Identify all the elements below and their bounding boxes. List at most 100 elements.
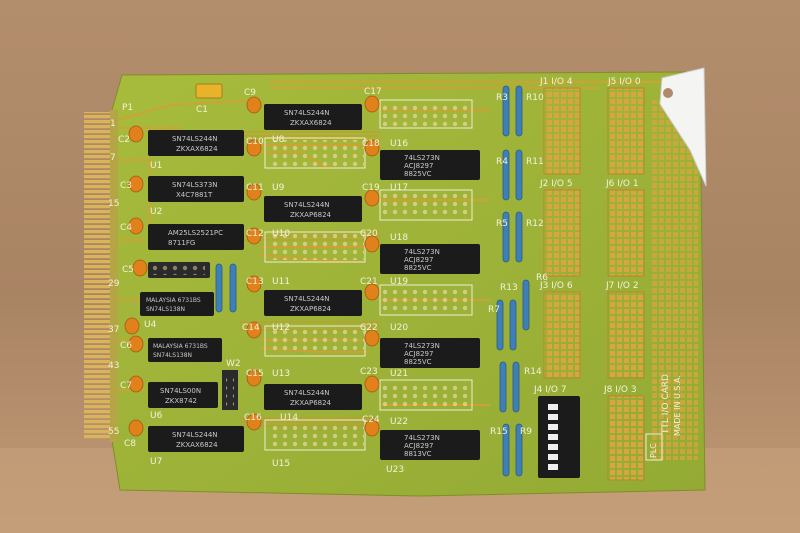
label-r7: R7 — [488, 305, 500, 315]
ic-u7: SN74LS244N ZKXAX6824 — [148, 426, 244, 452]
prototype-grid — [652, 100, 698, 460]
ic-u8-line1: SN74LS244N — [284, 109, 330, 117]
ic-u7-line2: ZKXAX6824 — [176, 441, 218, 449]
label-c10: C10 — [246, 137, 264, 147]
plc-logo: PLC — [649, 443, 658, 458]
label-card-name: TTL I/O CARD — [661, 374, 671, 435]
ic-u6: SN74LS00N ZKX8742 — [148, 382, 218, 408]
ic-u2-line2: X4C7881T — [176, 191, 213, 199]
ic-u13: SN74LS244N ZKXAP6824 — [264, 384, 362, 410]
ic-u3-line1: AM25LS2521PC — [168, 229, 223, 237]
label-u7: U7 — [150, 457, 162, 467]
label-u2: U2 — [150, 207, 162, 217]
label-c3: C3 — [120, 181, 132, 191]
ic-u22-line2: ACJ8297 — [404, 442, 433, 450]
resistor-network-left — [148, 262, 210, 278]
label-c2: C2 — [118, 135, 130, 145]
label-c11: C11 — [246, 183, 264, 193]
label-c21: C21 — [360, 277, 378, 287]
label-j6: J6 I/O 1 — [605, 179, 639, 189]
label-pin-55: 55 — [108, 427, 119, 437]
label-c13: C13 — [246, 277, 264, 287]
ic-u4-line1: MALAYSIA 6731BS — [146, 297, 201, 304]
label-j7: J7 I/O 2 — [605, 281, 639, 291]
label-u16: U16 — [390, 139, 408, 149]
ic-u3-line2: 8711FG — [168, 239, 195, 247]
label-c12: C12 — [246, 229, 264, 239]
label-c5: C5 — [122, 265, 134, 275]
ic-u5: MALAYSIA 6731BS SN74LS138N — [148, 338, 222, 362]
label-u13: U13 — [272, 369, 290, 379]
ic-u9-line1: SN74LS244N — [284, 201, 330, 209]
ic-u13-line1: SN74LS244N — [284, 389, 330, 397]
label-pin-7: 7 — [110, 153, 116, 163]
ic-u4-line2: SN74LS138N — [146, 306, 185, 313]
label-c17: C17 — [364, 87, 382, 97]
label-u12: U12 — [272, 323, 290, 333]
label-r4: R4 — [496, 157, 508, 167]
label-r11: R11 — [526, 157, 544, 167]
label-u21: U21 — [390, 369, 408, 379]
label-w2: W2 — [226, 359, 241, 369]
ic-u16-line2: ACJ8297 — [404, 162, 433, 170]
label-c7: C7 — [120, 381, 132, 391]
label-pin-37: 37 — [108, 325, 119, 335]
label-c14: C14 — [242, 323, 260, 333]
ic-u8-line2: ZKXAX6824 — [290, 119, 332, 127]
label-made-in: MADE IN U.S.A. — [673, 375, 682, 436]
label-j2: J2 I/O 5 — [539, 179, 573, 189]
label-p1: P1 — [122, 103, 133, 113]
ic-u11-line2: ZKXAP6824 — [290, 305, 332, 313]
label-u23: U23 — [386, 465, 404, 475]
ic-u1: SN74LS244N ZKXAX6824 — [148, 130, 244, 156]
ic-u11-line1: SN74LS244N — [284, 295, 330, 303]
dip-switch-j4 — [538, 396, 580, 478]
ic-u22: 74LS273N ACJ8297 8813VC — [380, 430, 480, 460]
label-u18: U18 — [390, 233, 408, 243]
ic-u20: 74LS273N ACJ8297 8825VC — [380, 338, 480, 368]
ic-u7-line1: SN74LS244N — [172, 431, 218, 439]
empty-footprints — [264, 99, 473, 451]
ic-u6-line2: ZKX8742 — [165, 397, 197, 405]
label-j1: J1 I/O 4 — [539, 77, 573, 87]
label-c4: C4 — [120, 223, 132, 233]
card-ejector — [659, 67, 707, 187]
label-c16: C16 — [244, 413, 262, 423]
label-u15: U15 — [272, 459, 290, 469]
ic-u8: SN74LS244N ZKXAX6824 — [264, 104, 362, 130]
label-pin-43: 43 — [108, 361, 119, 371]
ic-u5-line1: MALAYSIA 6731BS — [153, 343, 208, 350]
label-c19: C19 — [362, 183, 380, 193]
label-j3: J3 I/O 6 — [539, 281, 573, 291]
label-r5: R5 — [496, 219, 508, 229]
label-r6: R6 — [536, 273, 548, 283]
ic-u2-line1: SN74LS373N — [172, 181, 218, 189]
label-u9: U9 — [272, 183, 285, 193]
label-c8: C8 — [124, 439, 136, 449]
label-u22: U22 — [390, 417, 408, 427]
ic-u16-line1: 74LS273N — [404, 154, 440, 162]
footprint-holes — [268, 102, 470, 448]
ic-u18-line3: 8825VC — [404, 264, 432, 272]
ic-u6-line1: SN74LS00N — [160, 387, 201, 395]
ic-u4: MALAYSIA 6731BS SN74LS138N — [140, 292, 214, 316]
label-c22: C22 — [360, 323, 378, 333]
label-r10: R10 — [526, 93, 544, 103]
edge-connector-base — [110, 110, 118, 442]
label-c6: C6 — [120, 341, 132, 351]
label-c15: C15 — [246, 369, 264, 379]
label-r3: R3 — [496, 93, 508, 103]
edge-connector — [84, 112, 114, 440]
label-j8: J8 I/O 3 — [603, 385, 637, 395]
label-c24: C24 — [362, 415, 380, 425]
jumper-w2 — [222, 370, 238, 410]
label-r15: R15 — [490, 427, 508, 437]
ic-u5-line2: SN74LS138N — [153, 352, 192, 359]
ic-u18-line2: ACJ8297 — [404, 256, 433, 264]
tantalum-capacitor-c1 — [195, 83, 223, 99]
label-u19: U19 — [390, 277, 408, 287]
ic-u9: SN74LS244N ZKXAP6824 — [264, 196, 362, 222]
label-c9: C9 — [244, 88, 256, 98]
ic-u18: 74LS273N ACJ8297 8825VC — [380, 244, 480, 274]
ejector-hole — [663, 88, 673, 98]
